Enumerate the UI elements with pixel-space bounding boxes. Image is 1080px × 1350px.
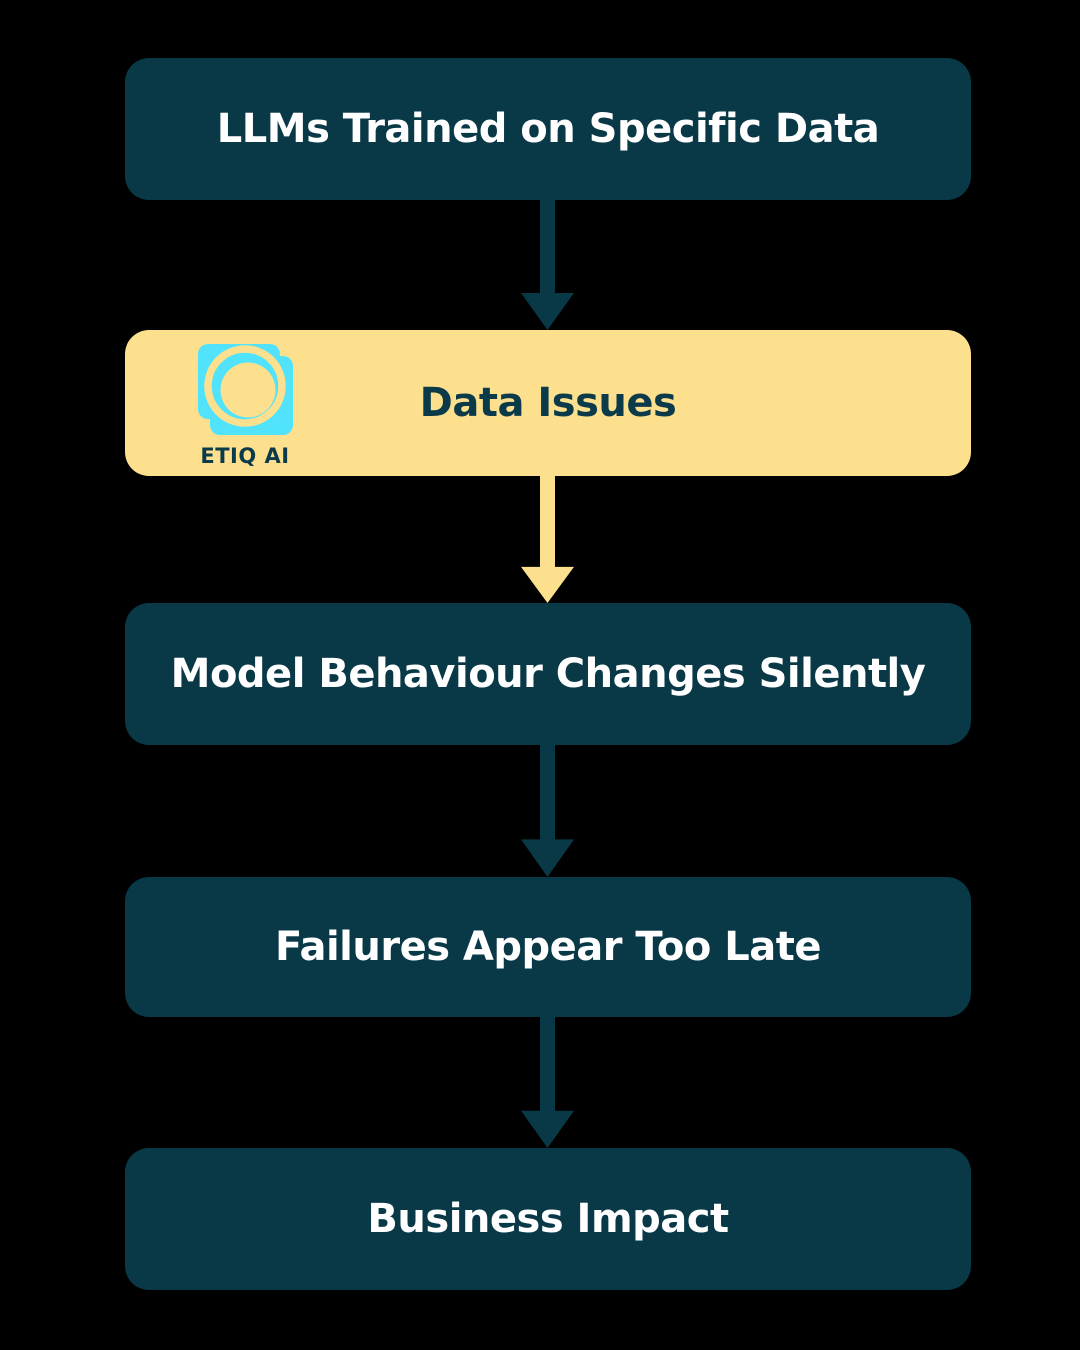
flow-node-label: Failures Appear Too Late [274,924,822,970]
connector-failures-to-business-impact [521,1017,574,1148]
flow-node-failures-late: Failures Appear Too Late [125,877,971,1017]
arrow-down-icon [521,745,574,877]
flow-node-model-behaviour: Model Behaviour Changes Silently [125,603,971,745]
arrow-down-icon [521,1017,574,1148]
flow-node-label: Model Behaviour Changes Silently [170,651,926,697]
etiq-ai-logo: ETIQ AI [189,342,301,468]
etiq-ai-logo-icon [197,344,293,435]
flow-node-label: Business Impact [367,1196,729,1242]
flow-node-data-issues: ETIQ AI Data Issues [125,330,971,476]
arrow-down-icon [521,200,574,330]
etiq-ai-logo-text: ETIQ AI [200,444,290,468]
flow-node-label: LLMs Trained on Specific Data [216,106,880,152]
flow-node-llms-trained: LLMs Trained on Specific Data [125,58,971,200]
connector-model-behaviour-to-failures [521,745,574,877]
connector-llms-to-data-issues [521,200,574,330]
arrow-down-icon [521,476,574,603]
flow-node-business-impact: Business Impact [125,1148,971,1290]
flow-node-label: Data Issues [419,380,677,426]
connector-data-issues-to-model-behaviour [521,476,574,603]
